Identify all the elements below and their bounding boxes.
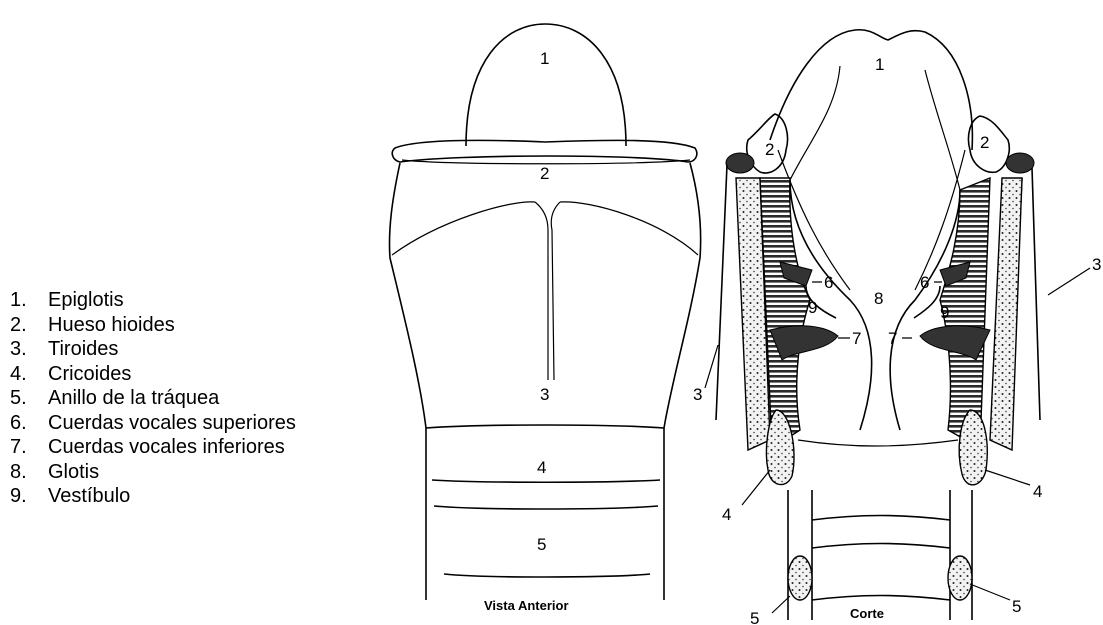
section-label-traquea-left: 5 — [750, 609, 759, 625]
anterior-label-cricoides: 4 — [537, 458, 546, 477]
section-label-tiroides-right: 3 — [1092, 255, 1101, 274]
anterior-caption: Vista Anterior — [484, 598, 569, 613]
anterior-label-traquea: 5 — [537, 535, 546, 554]
section-label-cricoides-left: 4 — [722, 505, 731, 524]
section-label-vest-left: 9 — [808, 298, 817, 317]
anterior-label-epiglotis: 1 — [540, 49, 549, 68]
section-label-vest-right: 9 — [940, 303, 949, 322]
hyoid-bone-shape — [392, 140, 697, 162]
section-label-epiglotis: 1 — [875, 55, 884, 74]
anterior-label-tiroides: 3 — [540, 385, 549, 404]
cricoid-cartilage-shape — [426, 425, 664, 600]
epiglottis-shape — [466, 24, 626, 146]
section-label-traquea-right: 5 — [1012, 597, 1021, 616]
section-lower-cord-left — [770, 326, 838, 360]
section-trachea-ring-right — [948, 556, 972, 600]
anterior-view: 1 2 3 4 5 Vista Anterior — [389, 24, 700, 613]
section-trachea — [788, 490, 972, 620]
section-label-tiroides-left: 3 — [693, 385, 702, 404]
section-caption: Corte — [850, 606, 884, 621]
section-label-hioides-right: 2 — [980, 133, 989, 152]
section-trachea-ring-left — [788, 556, 812, 600]
section-label-sup-left: 6 — [824, 273, 833, 292]
section-label-hioides-left: 2 — [765, 140, 774, 159]
anterior-label-hioides: 2 — [540, 164, 549, 183]
section-label-cricoides-right: 4 — [1033, 482, 1042, 501]
section-label-sup-right: 6 — [920, 273, 929, 292]
section-cricoid-right — [959, 410, 987, 485]
section-epiglottis-shape — [770, 30, 972, 150]
section-label-glotis: 8 — [874, 289, 883, 308]
section-label-inf-left: 7 — [852, 329, 861, 348]
section-label-inf-right: 7 — [888, 329, 897, 348]
section-view: 1 2 2 3 3 6 6 9 9 8 7 7 4 4 5 5 Corte — [693, 30, 1101, 625]
